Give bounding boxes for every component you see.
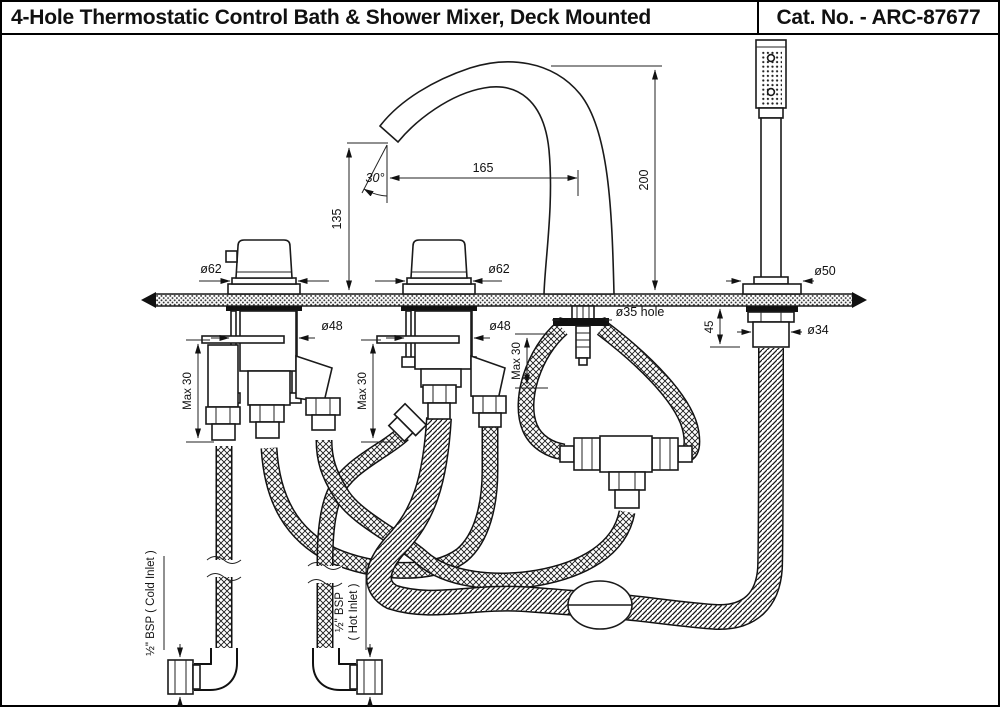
valve-link-hose: [260, 424, 499, 579]
spout-tail-hose-right: [596, 321, 701, 463]
handle-right: [402, 239, 476, 295]
spout: [378, 61, 615, 366]
hand-shower-escutcheon: [742, 283, 802, 295]
svg-text:½" BSP: ½" BSP: [334, 592, 346, 632]
tee-link-hose: [315, 439, 636, 590]
valve-assembly-left: [201, 239, 341, 441]
dimensions: 135 30° 165 200 ø62: [145, 65, 836, 707]
svg-text:ø62: ø62: [488, 262, 510, 276]
svg-text:165: 165: [473, 161, 494, 175]
mounting-bracket: [376, 335, 460, 344]
catalog-number: Cat. No. - ARC-87677: [757, 2, 998, 33]
svg-text:200: 200: [637, 170, 651, 191]
svg-text:ø48: ø48: [489, 319, 511, 333]
valve-assembly-right: [376, 239, 507, 443]
dim-max-deck-right: Max 30: [357, 339, 394, 443]
dim-shank-depth: 45: [704, 308, 740, 348]
svg-text:ø50: ø50: [814, 264, 836, 278]
deck-cut-arrow-right: [852, 292, 867, 308]
svg-text:Max 30: Max 30: [511, 342, 523, 380]
dim-valve-dia-left: ø48: [211, 319, 343, 341]
cold-inlet-elbow: [167, 648, 238, 695]
dim-overall-height: 200: [551, 65, 662, 291]
gasket: [226, 306, 302, 311]
technical-drawing: 135 30° 165 200 ø62: [141, 39, 867, 707]
svg-text:ø35 hole: ø35 hole: [616, 305, 665, 319]
gasket: [746, 306, 798, 312]
handle-left: [225, 239, 301, 295]
svg-text:ø48: ø48: [321, 319, 343, 333]
hose-weight: [567, 580, 633, 630]
svg-text:( Hot Inlet ): ( Hot Inlet ): [348, 583, 360, 640]
dim-handle-dia-left: ø62: [199, 262, 329, 284]
deck-cut-arrow-left: [141, 292, 156, 308]
dim-handshower-base-dia: ø50: [726, 264, 836, 284]
svg-text:Max 30: Max 30: [182, 372, 194, 410]
svg-text:½" BSP ( Cold Inlet ): ½" BSP ( Cold Inlet ): [145, 550, 157, 656]
label-hot-inlet: ½" BSP ( Hot Inlet ): [334, 562, 373, 707]
deck-surface: [141, 292, 867, 308]
hand-shower-handle: [760, 117, 782, 281]
dim-shank-dia: ø34: [737, 323, 829, 337]
gasket: [401, 306, 477, 311]
page-title: 4-Hole Thermostatic Control Bath & Showe…: [11, 5, 652, 29]
title-bar: 4-Hole Thermostatic Control Bath & Showe…: [2, 2, 998, 35]
label-cold-inlet: ½" BSP ( Cold Inlet ): [145, 550, 183, 707]
dim-spout-reach: 165: [389, 161, 579, 196]
dim-handle-dia-right: ø62: [375, 262, 510, 284]
svg-text:135: 135: [330, 209, 344, 230]
svg-text:Max 30: Max 30: [357, 372, 369, 410]
svg-text:ø34: ø34: [807, 323, 829, 337]
dim-valve-dia-right: ø48: [386, 319, 511, 341]
dim-deck-hole: ø35 hole: [552, 305, 665, 323]
spout-flange: [553, 318, 609, 326]
dim-spout-angle: 30°: [361, 144, 388, 203]
hot-hose-break: [307, 562, 343, 587]
dim-spout-height: 135: [330, 142, 388, 291]
hand-shower: [742, 39, 802, 348]
svg-text:ø62: ø62: [200, 262, 222, 276]
dim-max-deck-left: Max 30: [182, 339, 214, 443]
tee-fitting: [559, 435, 693, 509]
cold-hose-break: [206, 556, 242, 581]
spout-tail-hose-left: [517, 321, 568, 461]
svg-text:45: 45: [704, 321, 716, 334]
mounting-bracket: [201, 335, 285, 344]
svg-text:30°: 30°: [366, 171, 385, 185]
hand-shower-shank: [752, 321, 790, 348]
dim-max-deck-spout: Max 30: [511, 333, 554, 389]
hot-inlet-elbow: [312, 648, 383, 695]
